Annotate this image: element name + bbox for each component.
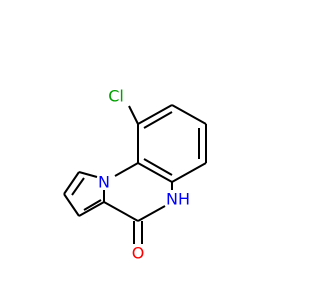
bond-c5a-c9a <box>137 162 173 183</box>
molecule-structure-diagram: Cl N N H O <box>63 87 207 263</box>
bond-c9-c8-inner <box>143 111 173 129</box>
bond-cl-c9 <box>128 105 139 125</box>
bond-c1-c2-inner <box>71 177 85 196</box>
bond-n-c1 <box>78 171 98 178</box>
bond-c2-c3 <box>63 193 80 217</box>
bond-c5a-c9a-inner <box>143 158 173 176</box>
bond-c3-c3a-inner <box>83 199 102 211</box>
atom-label-chlorine: Cl <box>108 87 124 106</box>
atom-label-ring-nitrogen: N <box>98 173 110 192</box>
bond-layer <box>63 104 207 244</box>
bond-c9-c8 <box>137 104 173 125</box>
atom-label-amide-nitrogen: N <box>166 190 178 209</box>
atom-label-carbonyl-oxygen: O <box>132 244 145 263</box>
bond-c9a-n <box>114 162 139 177</box>
bond-nh-c4 <box>137 205 166 222</box>
bond-c3-c3a <box>78 201 105 217</box>
bond-c6-c5a <box>171 162 207 183</box>
bond-c4-c3a <box>103 201 139 222</box>
atom-label-layer: Cl N N H O <box>98 87 190 263</box>
bond-c1-c2 <box>63 171 80 195</box>
atom-label-amide-hydrogen: H <box>178 190 190 209</box>
bond-c8-c7 <box>171 104 207 125</box>
